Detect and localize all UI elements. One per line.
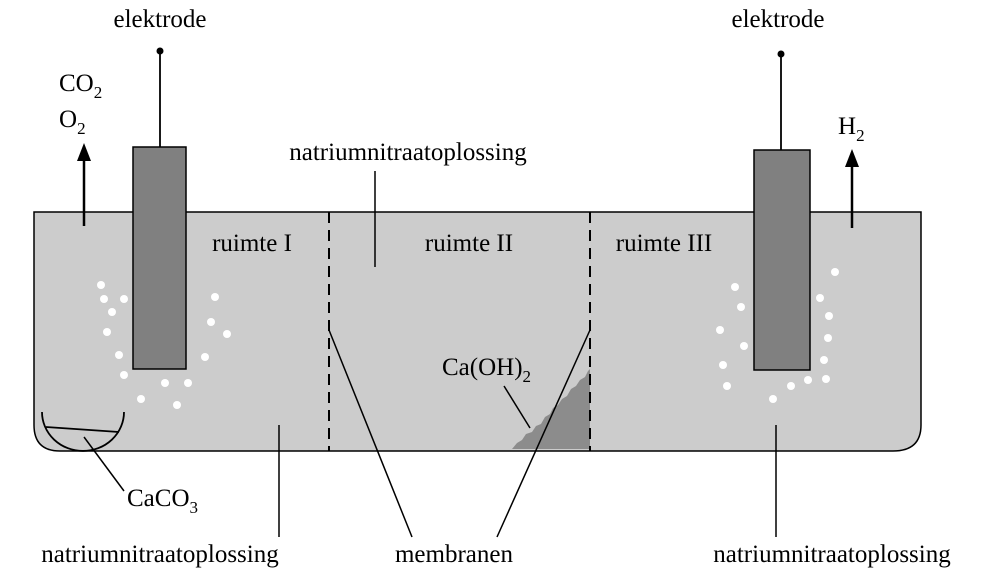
label-solution-bottom-left: natriumnitraatoplossing bbox=[41, 541, 279, 568]
label-compartment-3: ruimte III bbox=[616, 230, 712, 257]
label-carbonate: CaCO3 bbox=[127, 485, 198, 517]
calcium-carbonate-level bbox=[45, 426, 120, 433]
label-solution-top: natriumnitraatoplossing bbox=[289, 139, 527, 166]
label-membranes: membranen bbox=[395, 541, 514, 568]
gas-bubbles-right bbox=[716, 268, 839, 403]
leader-membrane-left bbox=[328, 329, 413, 538]
label-gas-o2: O2 bbox=[59, 106, 86, 138]
label-compartment-2: ruimte II bbox=[425, 230, 513, 257]
leader-precipitate bbox=[503, 385, 531, 429]
electrode-left bbox=[132, 146, 187, 370]
gas-arrow-right-head bbox=[845, 149, 859, 167]
label-electrode-right: elektrode bbox=[731, 6, 824, 33]
leader-lines bbox=[83, 171, 777, 538]
leader-carbonate bbox=[83, 436, 125, 492]
label-gas-h2: H2 bbox=[838, 113, 865, 145]
calcium-carbonate-dish bbox=[41, 411, 125, 452]
electrode-right bbox=[753, 149, 811, 371]
leader-membrane-right bbox=[496, 329, 591, 538]
gas-arrow-left-head bbox=[77, 143, 91, 161]
calcium-hydroxide-precipitate bbox=[512, 369, 590, 449]
label-precipitate: Ca(OH)2 bbox=[442, 354, 531, 386]
gas-bubbles-left bbox=[97, 281, 231, 409]
solution-tank bbox=[33, 211, 922, 452]
label-solution-bottom-right: natriumnitraatoplossing bbox=[713, 541, 951, 568]
label-compartment-1: ruimte I bbox=[212, 230, 292, 257]
label-electrode-left: elektrode bbox=[113, 6, 206, 33]
label-gas-co2: CO2 bbox=[59, 70, 102, 102]
electrode-right-terminal bbox=[777, 50, 785, 58]
electrode-left-terminal bbox=[156, 47, 164, 55]
